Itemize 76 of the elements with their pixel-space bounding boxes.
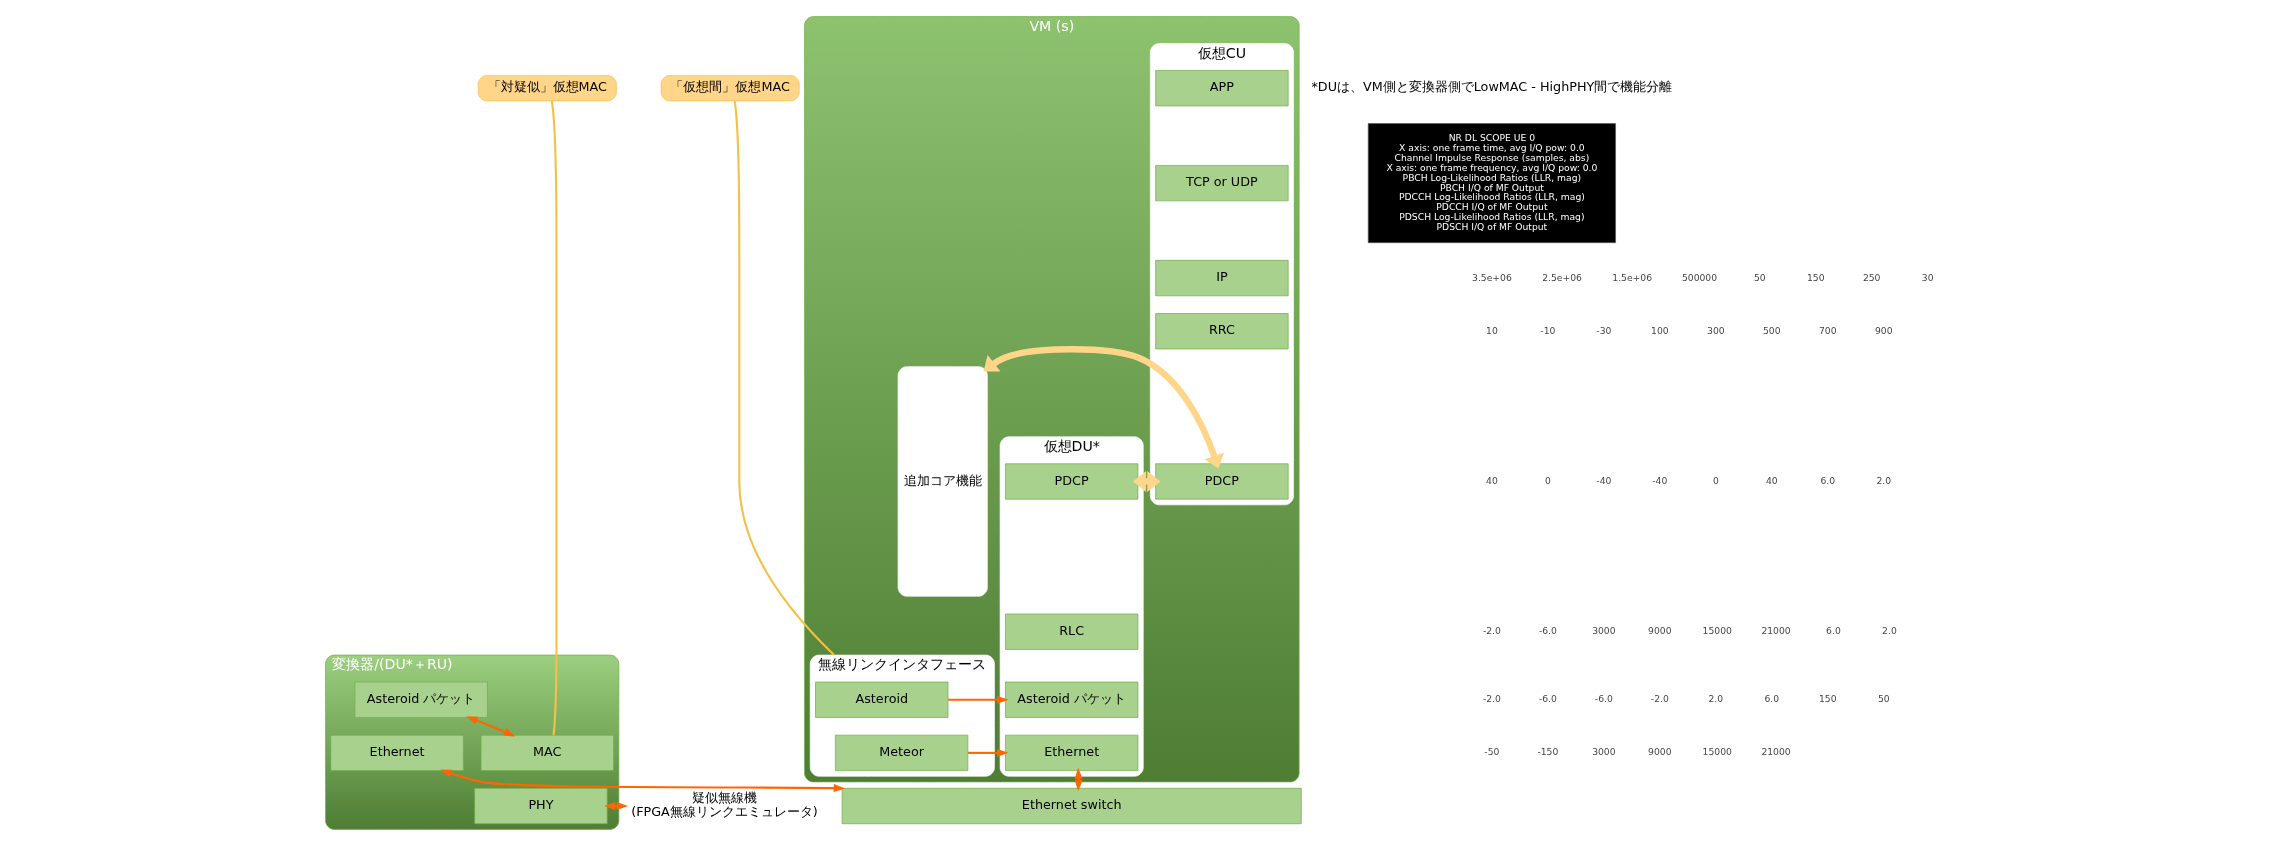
label: 3000 <box>1592 746 1616 758</box>
connector <box>733 100 835 656</box>
label: 50 <box>1877 693 1890 705</box>
label: 10 <box>1486 324 1498 336</box>
label: 250 <box>1862 271 1881 283</box>
label: 2.0 <box>1708 693 1724 705</box>
label: -2.0 <box>1650 693 1669 705</box>
label: 500000 <box>1681 271 1718 283</box>
label: *DUは、VM側と変換器側でLowMAC - HighPHY間で機能分離 <box>1311 79 1673 95</box>
label: 500 <box>1763 324 1781 336</box>
node-box: 追加コア機能 <box>897 366 988 597</box>
label: 21000 <box>1761 625 1791 637</box>
node-box: TCP or UDP <box>1155 165 1289 202</box>
label: 30 <box>1921 271 1934 283</box>
label: 15000 <box>1702 746 1732 758</box>
arrow <box>466 716 516 737</box>
node-box: 「仮想間」仮想MAC <box>660 75 800 102</box>
label: -10 <box>1540 324 1556 336</box>
node-text: 疑似無線機 (FPGA無線リンクエミュレータ) <box>631 790 818 820</box>
label: 150 <box>1818 693 1837 705</box>
arrow <box>1132 471 1161 492</box>
label: -40 <box>1652 474 1668 486</box>
label: 3.5e+06 <box>1472 271 1512 283</box>
node-box: Ethernet <box>330 734 464 771</box>
label: 40 <box>1765 474 1778 486</box>
node-box: RRC <box>1155 313 1289 350</box>
label: 900 <box>1874 324 1893 336</box>
label: 6.0 <box>1764 693 1780 705</box>
label: -40 <box>1596 474 1612 486</box>
label: -150 <box>1537 746 1559 758</box>
arrow <box>948 695 1009 704</box>
label: -50 <box>1484 746 1500 758</box>
label: -30 <box>1596 324 1612 336</box>
label: 0 <box>1544 474 1551 486</box>
label: 9000 <box>1648 625 1672 637</box>
node-box: NR DL SCOPE UE 0 X axis: one frame time, avg I/Q pow: 0.0 Channel Impulse Response (samples, abs) X axis: one frame frequency, avg I/Q pow: 0.0 PBCH Log-Likelihood Ratios (LLR, mag) PBCH I/Q of MF Output PDCCH Log-Likelihood Ratios (LLR, mag) PDCCH I/Q of MF Output PDSCH Log-Likelihood Ratios (LLR, mag) PDSCH I/Q of MF Output <box>1367 123 1616 243</box>
label: 9000 <box>1648 746 1672 758</box>
label: 1.5e+06 <box>1612 271 1653 283</box>
label: 2.0 <box>1876 474 1892 486</box>
label: 2.0 <box>1882 625 1897 637</box>
node-box: Ethernet switch <box>841 787 1302 825</box>
node-box: Ethernet <box>1005 734 1139 771</box>
label: 6.0 <box>1820 474 1836 486</box>
node-box: 「対疑似」仮想MAC <box>477 75 617 102</box>
label: 0 <box>1712 474 1719 486</box>
node-box: APP <box>1155 70 1289 107</box>
node-box: PDCP <box>1005 463 1139 500</box>
node-box: IP <box>1155 260 1289 297</box>
label: 100 <box>1651 324 1669 336</box>
arrow <box>983 346 1225 469</box>
label: 15000 <box>1702 625 1732 637</box>
label: -6.0 <box>1538 693 1557 705</box>
node-box: PDCP <box>1155 463 1289 500</box>
label: -6.0 <box>1538 625 1557 637</box>
node-box: MAC <box>480 734 614 771</box>
arrow <box>440 769 846 792</box>
label: 150 <box>1806 271 1825 283</box>
label: 300 <box>1707 324 1725 336</box>
label: 6.0 <box>1826 625 1841 637</box>
label: -2.0 <box>1482 625 1501 637</box>
label: -2.0 <box>1482 693 1501 705</box>
label: 2.5e+06 <box>1542 271 1582 283</box>
label: 50 <box>1753 271 1766 283</box>
node-box: RLC <box>1005 613 1139 650</box>
label: 21000 <box>1761 746 1791 758</box>
node-box: PHY <box>474 787 608 825</box>
node-box: Asteroid パケット <box>1005 681 1139 718</box>
label: 3000 <box>1592 625 1616 637</box>
arrow <box>968 748 1009 757</box>
connector <box>550 100 558 736</box>
node-box: Meteor <box>835 734 969 771</box>
label: 700 <box>1818 324 1837 336</box>
label: -6.0 <box>1594 693 1613 705</box>
label: 40 <box>1486 474 1498 486</box>
node-box: Asteroid <box>815 681 949 718</box>
node-box: Asteroid パケット <box>354 681 488 718</box>
